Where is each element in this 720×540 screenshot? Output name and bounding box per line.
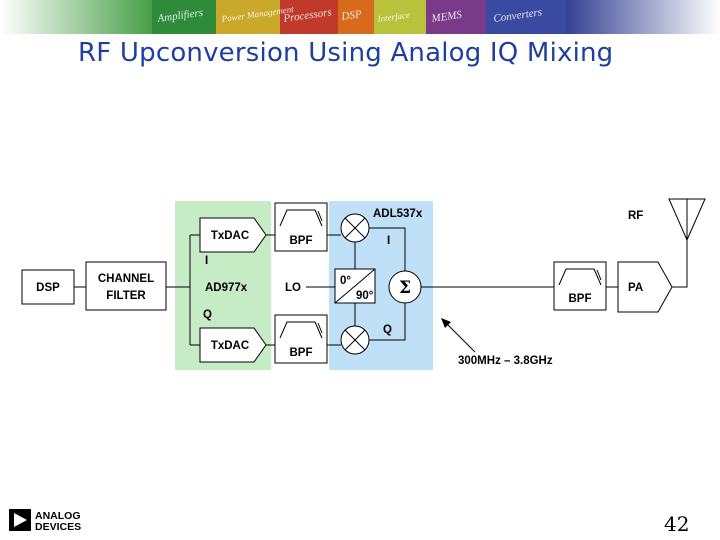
analog-devices-logo: ANALOG DEVICES <box>9 509 81 533</box>
dsp-block <box>21 269 75 305</box>
freq-range-label: 300MHz – 3.8GHz <box>458 355 553 367</box>
logo-line-1: ANALOG <box>35 510 81 522</box>
banner-word-6: MEMS <box>430 9 463 25</box>
bpf-output-label: BPF <box>569 293 592 305</box>
pa-label: PA <box>628 282 643 294</box>
signal-q-left: Q <box>203 309 212 321</box>
txdac-i-label: TxDAC <box>211 230 249 242</box>
phase-0-label: 0° <box>340 275 351 287</box>
ad977x-label: AD977x <box>205 282 248 294</box>
dsp-label: DSP <box>36 282 60 294</box>
bpf-bottom-label: BPF <box>290 347 313 359</box>
signal-q-right: Q <box>383 324 392 336</box>
txdac-q-label: TxDAC <box>211 340 249 352</box>
lo-label: LO <box>285 282 301 294</box>
page-number: 42 <box>664 512 690 536</box>
signal-i-right: I <box>387 235 390 247</box>
slide-title: RF Upconversion Using Analog IQ Mixing <box>78 38 614 68</box>
rf-label: RF <box>628 210 643 222</box>
bpf-top-label: BPF <box>290 235 313 247</box>
phase-90-label: 90° <box>356 290 374 302</box>
banner-word-4: DSP <box>340 8 363 23</box>
channel-filter-label-2: FILTER <box>106 290 146 302</box>
banner-tiles <box>152 0 566 34</box>
header-banner: Amplifiers Power Management Processors D… <box>0 0 720 34</box>
summer-symbol: Σ <box>399 278 411 298</box>
txdac-i-block <box>199 217 267 253</box>
freq-pointer-arrow <box>441 318 451 328</box>
logo-line-2: DEVICES <box>35 521 81 533</box>
signal-i-left: I <box>205 255 208 267</box>
channel-filter-label-1: CHANNEL <box>98 273 154 285</box>
pa-block <box>617 261 673 313</box>
banner-word-5: Interface <box>376 10 411 25</box>
adl537x-label: ADL537x <box>373 208 423 220</box>
channel-filter-block <box>85 261 167 311</box>
txdac-q-block <box>199 327 267 363</box>
